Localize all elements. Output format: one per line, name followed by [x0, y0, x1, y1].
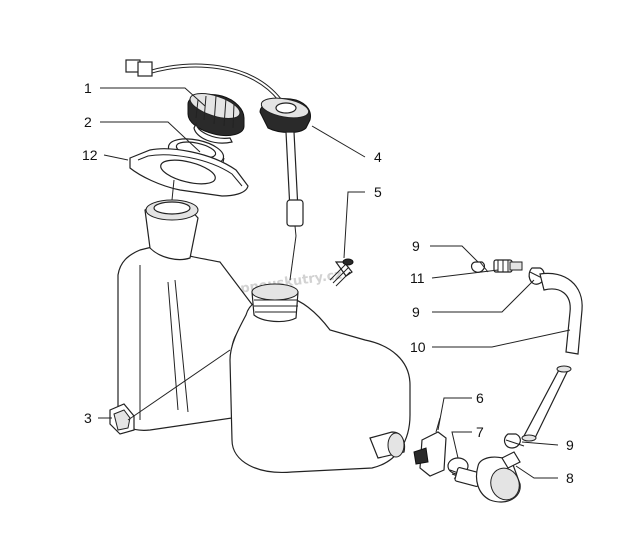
callout-2: 2 — [84, 114, 92, 130]
gasket-plate — [129, 148, 249, 197]
fuel-hose — [521, 272, 583, 442]
callout-5: 5 — [374, 184, 382, 200]
leader-lines — [98, 87, 571, 479]
callout-11: 11 — [410, 270, 425, 286]
fuel-level-sender — [125, 59, 311, 237]
fuel-tap — [475, 451, 521, 503]
fuel-tap-clip — [413, 417, 447, 477]
callout-1: 1 — [84, 80, 92, 96]
callout-3: 3 — [84, 410, 92, 426]
mounting-screw — [329, 258, 354, 287]
callout-7: 7 — [476, 424, 484, 440]
fuel-filter-fitting — [493, 259, 523, 273]
callout-10: 10 — [410, 339, 426, 355]
hose-clamp-top-right — [528, 267, 547, 285]
callout-8: 8 — [566, 470, 574, 486]
callout-9-bottom: 9 — [566, 437, 574, 453]
callout-9-top: 9 — [412, 238, 420, 254]
hose-clamp-top-left — [470, 261, 489, 273]
hose-clamp-bottom — [503, 433, 525, 449]
callout-4: 4 — [374, 149, 382, 165]
fuel-cap — [187, 93, 245, 144]
callout-6: 6 — [476, 390, 484, 406]
callout-12: 12 — [82, 147, 98, 163]
rubber-grommet — [109, 403, 135, 435]
fuel-tank — [117, 199, 411, 474]
callout-9-middle: 9 — [412, 304, 420, 320]
callout-labels: 1 2 12 4 5 9 11 9 10 3 6 7 9 8 — [82, 80, 574, 486]
